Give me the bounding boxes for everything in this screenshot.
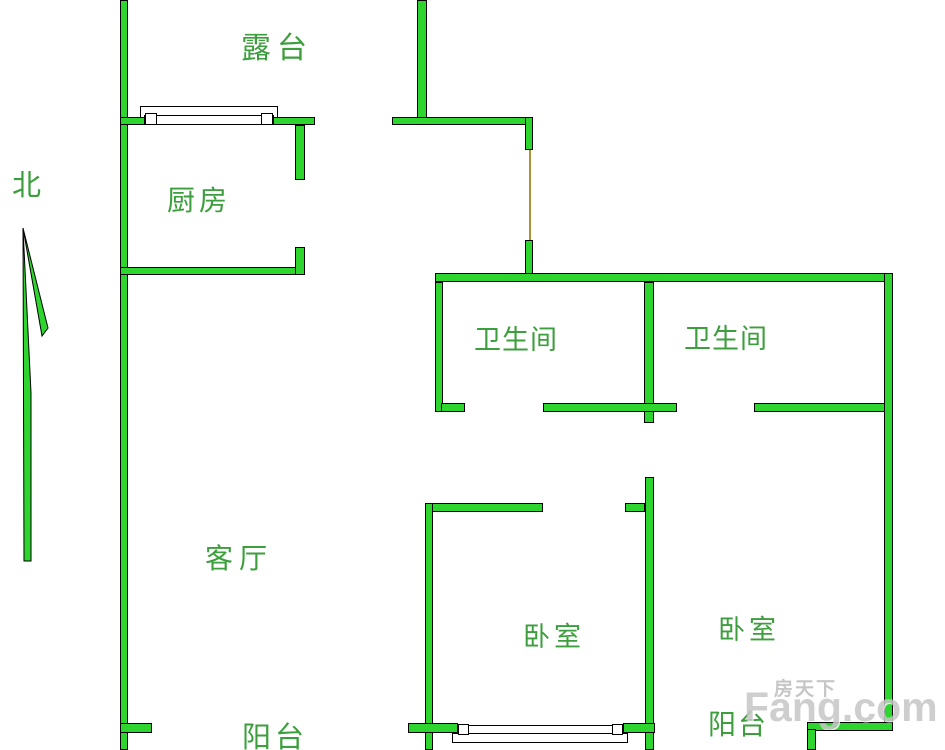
room-label-bathroom-left: 卫生间 bbox=[474, 325, 558, 355]
wall-bedroom-left-top-stub bbox=[625, 503, 645, 512]
wall-bedroom-left-side bbox=[425, 503, 433, 750]
wall-kitchen-bottom bbox=[120, 267, 305, 275]
room-label-bathroom-right: 卫生间 bbox=[684, 324, 768, 354]
wall-bathroom-left-stub bbox=[441, 403, 465, 412]
room-label-living-room: 客厅 bbox=[205, 544, 274, 575]
room-label-bedroom-right: 卧室 bbox=[718, 615, 780, 645]
wall-balcony-right-top bbox=[807, 722, 893, 731]
watermark-cn-text: 房天下 bbox=[774, 679, 838, 700]
room-label-bedroom-left: 卧室 bbox=[523, 622, 585, 652]
wall-middle-lower bbox=[645, 477, 654, 750]
window-frame bbox=[452, 733, 628, 743]
wall-balcony-left-stub bbox=[120, 723, 152, 733]
kitchen-window bbox=[140, 106, 278, 126]
north-arrow-icon bbox=[22, 227, 49, 562]
wall-kitchen-right-upper bbox=[295, 125, 305, 180]
wall-entry-upper bbox=[525, 117, 533, 150]
watermark-en-text: Fang.com bbox=[744, 684, 938, 730]
room-label-terrace: 露台 bbox=[241, 32, 313, 65]
door-opening-line bbox=[529, 150, 531, 240]
bedroom-window bbox=[452, 722, 628, 743]
wall-bedroom-bottom-right bbox=[623, 723, 655, 733]
wall-bathroom-divider bbox=[644, 282, 654, 423]
wall-right bbox=[884, 273, 893, 730]
wall-bathrooms-bottom-right bbox=[754, 403, 893, 412]
room-label-balcony-left: 阳台 bbox=[242, 722, 309, 750]
wall-bathrooms-top bbox=[435, 273, 893, 282]
wall-terrace-right bbox=[417, 0, 427, 125]
fang-watermark-logo: 房天下 Fang.com bbox=[744, 674, 938, 730]
wall-bathroom-left bbox=[435, 282, 443, 412]
window-band bbox=[144, 115, 274, 125]
wall-kitchen-right-lower bbox=[295, 247, 305, 275]
room-label-balcony-right: 阳台 bbox=[708, 710, 769, 741]
wall-bedroom-left-top bbox=[425, 503, 543, 512]
wall-bedroom-bottom-left bbox=[408, 723, 458, 733]
window-jamb bbox=[458, 724, 469, 735]
window-jamb bbox=[612, 724, 623, 735]
wall-balcony-right-side bbox=[807, 729, 816, 750]
wall-terrace-bottom bbox=[392, 117, 533, 125]
wall-left bbox=[120, 0, 128, 750]
wall-bathrooms-bottom-mid bbox=[543, 403, 677, 412]
window-band bbox=[458, 725, 623, 734]
window-jamb bbox=[261, 113, 273, 125]
window-jamb bbox=[145, 113, 157, 125]
north-label: 北 bbox=[12, 170, 42, 202]
room-label-kitchen: 厨房 bbox=[167, 186, 232, 217]
